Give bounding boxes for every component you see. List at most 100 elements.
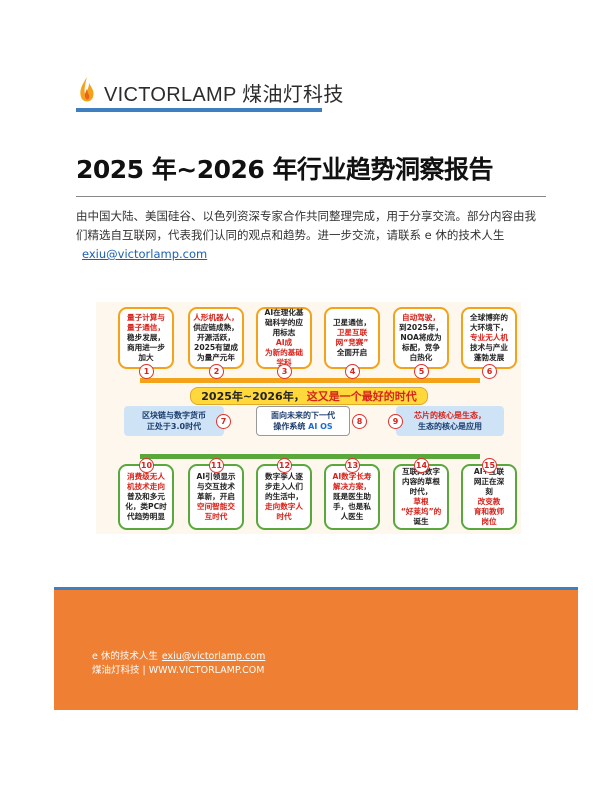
bottom-trend-box: AI+互联网正在深刻改变教育和教师岗位: [461, 464, 517, 530]
box-text-line: 白热化: [409, 353, 433, 362]
top-trend-text: 全球博弈的大环境下，专业无人机技术与产业蓬勃发展: [470, 313, 508, 363]
box-text-line: 础科学的应: [265, 318, 303, 327]
box-text-line: 2025有望成: [194, 343, 238, 352]
bottom-trend-box: 数字孪人逐步走入人们的生活中，走向数字人时代: [256, 464, 312, 530]
trend-number-badge: 5: [414, 364, 429, 379]
bottom-trend-box: AI数字长寿解决方案，既是医生助手，也是私人医生: [324, 464, 380, 530]
footer-email-link[interactable]: exiu@victorlamp.com: [161, 651, 266, 662]
box-text-line: NOA将成为: [400, 333, 442, 342]
trend-number-badge: 15: [482, 458, 497, 473]
brand-name: VICTORLAMP 煤油灯科技: [104, 83, 344, 106]
box-text-line: 数字孪人逐: [265, 472, 303, 481]
bottom-trend-text: AI引领显示与交互技术革新，开启空间智能交互时代: [196, 472, 235, 522]
box-text-line: 技术与产业: [470, 343, 508, 352]
top-trend-text: 自动驾驶，到2025年，NOA将成为标配，竞争白热化: [399, 313, 443, 363]
era-banner-highlight: 这又是一个最好的时代: [306, 390, 417, 403]
box-text-line: 手，也是私: [333, 502, 371, 511]
middle-line: 正处于3.0时代: [146, 422, 202, 431]
trend-number-badge: 1: [139, 364, 154, 379]
box-text-line: 稳步发展，: [127, 333, 165, 342]
box-text-line: 网“竞赛”: [335, 338, 369, 347]
box-text-line: 时代，: [409, 487, 433, 496]
top-trend-box: 全球博弈的大环境下，专业无人机技术与产业蓬勃发展: [461, 307, 517, 369]
middle-line: 区块链与数字货币: [142, 411, 206, 420]
bottom-trend-text: 互联网数字内容的草根时代，草根“好莱坞”的诞生: [401, 467, 441, 527]
bottom-trend-box: AI引领显示与交互技术革新，开启空间智能交互时代: [188, 464, 244, 530]
box-text-line: 供应链成熟，: [193, 323, 239, 332]
box-text-line: 岗位: [481, 517, 497, 526]
middle-trend-text: 芯片的核心是生态，生态的核心是应用: [414, 410, 486, 432]
trend-number-badge: 14: [414, 458, 429, 473]
bottom-connector-bar: [140, 454, 480, 459]
top-trend-text: 人形机器人，供应链成熟，开源活跃，2025有望成为量产元年: [193, 313, 239, 363]
box-text-line: 化，类PC时: [125, 502, 167, 511]
top-trend-box: 人形机器人，供应链成熟，开源活跃，2025有望成为量产元年: [188, 307, 244, 369]
trend-number-badge: 10: [139, 458, 154, 473]
box-text-line: 卫星互联: [336, 328, 368, 337]
footer-band: [54, 590, 578, 710]
trend-number-badge: 6: [482, 364, 497, 379]
trend-number-badge: 11: [209, 458, 224, 473]
middle-highlight: AI OS: [305, 422, 333, 431]
trend-number-badge: 4: [345, 364, 360, 379]
trend-number-badge: 9: [388, 414, 403, 429]
top-trend-box: 量子计算与量子通信，稳步发展，商用进一步加大: [118, 307, 174, 369]
box-text-line: 走向数字人: [265, 502, 303, 511]
middle-line: 生态的核心是应用: [418, 422, 482, 431]
box-text-line: 空间智能交: [197, 502, 235, 511]
box-text-line: 学科: [276, 358, 292, 367]
era-banner: 2025年~2026年，这又是一个最好的时代: [190, 387, 428, 405]
footer-contact-label: e 休的技术人生: [92, 651, 158, 662]
box-text-line: 全面开启: [336, 348, 368, 357]
box-text-line: 专业无人机: [470, 333, 508, 342]
box-text-line: 解决方案，: [333, 482, 371, 491]
bottom-trend-text: AI+互联网正在深刻改变教育和教师岗位: [474, 467, 504, 527]
box-text-line: 与交互技术: [197, 482, 235, 491]
box-text-line: 革新，开启: [197, 492, 235, 501]
intro-email-link[interactable]: exiu@victorlamp.com: [82, 247, 208, 261]
box-text-line: 内容的草根: [402, 477, 440, 486]
box-text-line: 开源活跃，: [197, 333, 235, 342]
top-trend-box: 自动驾驶，到2025年，NOA将成为标配，竞争白热化: [393, 307, 449, 369]
middle-trend-text: 面向未来的下一代操作系统 AI OS: [271, 410, 335, 432]
bottom-trend-text: AI数字长寿解决方案，既是医生助手，也是私人医生: [332, 472, 371, 522]
box-text-line: 既是医生助: [333, 492, 371, 501]
box-text-line: 商用进一步: [127, 343, 165, 352]
box-text-line: 全球博弈的: [470, 313, 508, 322]
box-text-line: AI在理化基: [264, 308, 304, 317]
box-text-line: 量子通信，: [127, 323, 165, 332]
box-text-line: 自动驾驶，: [402, 313, 440, 322]
box-text-line: 蓬勃发展: [473, 353, 505, 362]
box-text-line: AI数字长寿: [332, 472, 372, 481]
top-trend-text: 卫星通信，卫星互联网“竞赛”全面开启: [333, 318, 371, 358]
page-title: 2025 年~2026 年行业趋势洞察报告: [76, 155, 494, 184]
middle-line: 操作系统: [273, 422, 306, 431]
middle-trend-text: 区块链与数字货币正处于3.0时代: [142, 410, 206, 432]
box-text-line: 标配，竞争: [402, 343, 440, 352]
box-text-line: 代趋势明显: [127, 512, 165, 521]
logo-underline: [76, 108, 322, 112]
box-text-line: 卫星通信，: [333, 318, 371, 327]
box-text-line: 步走入人们: [265, 482, 303, 491]
middle-trend-box: 区块链与数字货币正处于3.0时代: [124, 406, 224, 436]
box-text-line: 诞生: [413, 517, 429, 526]
box-text-line: 加大: [138, 353, 154, 362]
bottom-trend-box: 互联网数字内容的草根时代，草根“好莱坞”的诞生: [393, 464, 449, 530]
box-text-line: 时代: [276, 512, 292, 521]
middle-line: 面向未来的下一代: [271, 411, 335, 420]
box-text-line: 量子计算与: [127, 313, 165, 322]
box-text-line: AI成: [275, 338, 293, 347]
trend-number-badge: 13: [345, 458, 360, 473]
trend-number-badge: 3: [277, 364, 292, 379]
box-text-line: 人形机器人，: [193, 313, 239, 322]
box-text-line: 为量产元年: [197, 353, 235, 362]
box-text-line: “好莱坞”的: [400, 507, 442, 516]
box-text-line: 大环境下，: [470, 323, 508, 332]
bottom-trend-box: 消费级无人机技术走向普及和多元化，类PC时代趋势明显: [118, 464, 174, 530]
box-text-line: 用标志: [272, 328, 296, 337]
title-divider: [76, 196, 546, 197]
top-trend-box: 卫星通信，卫星互联网“竞赛”全面开启: [324, 307, 380, 369]
box-text-line: 互时代: [204, 512, 228, 521]
